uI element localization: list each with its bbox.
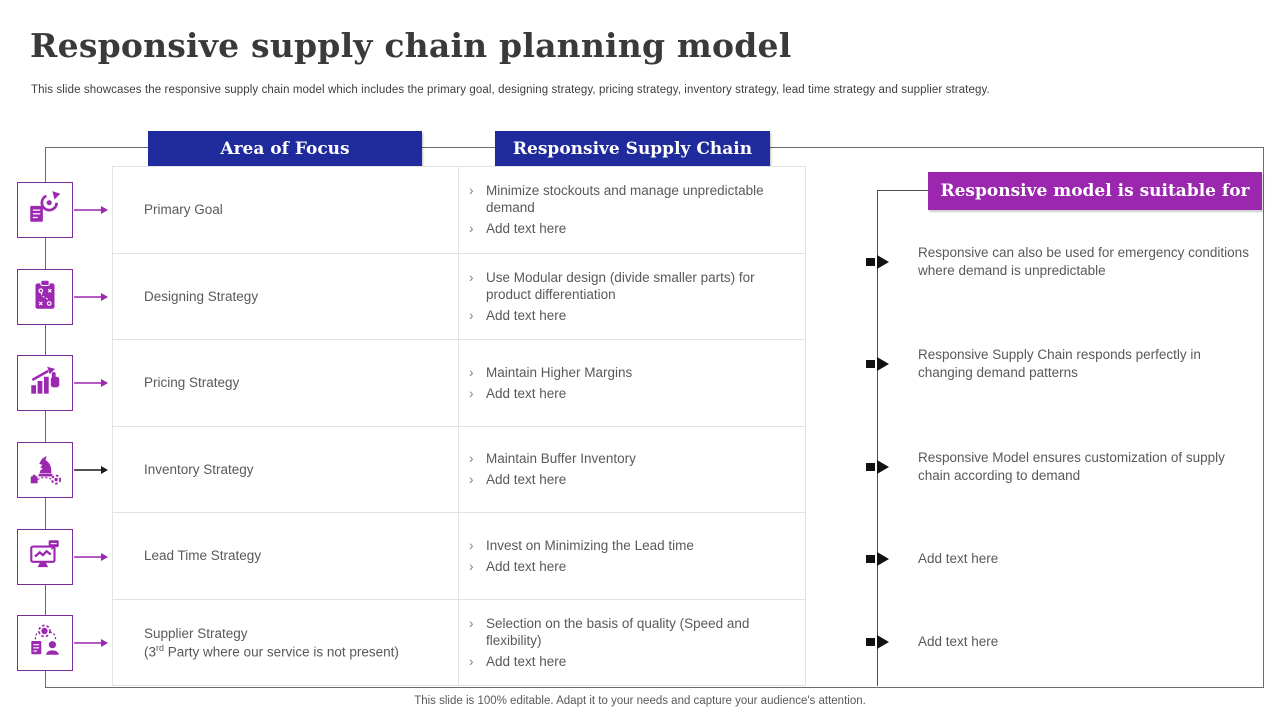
bullet-text: Invest on Minimizing the Lead time: [486, 537, 694, 553]
row-label: Pricing Strategy: [113, 340, 459, 426]
square-arrow-marker-icon: [866, 552, 889, 566]
strategy-board-icon: [26, 276, 64, 319]
table-row-designing-strategy: Designing Strategy › Use Modular design (…: [113, 253, 805, 340]
row-label-text: Supplier Strategy: [144, 625, 248, 641]
bullet-item: › Invest on Minimizing the Lead time: [469, 537, 791, 554]
chevron-bullet-icon: ›: [469, 615, 474, 631]
bullet-text: Add text here: [486, 385, 567, 401]
chevron-bullet-icon: ›: [469, 653, 474, 669]
bullet-item: › Minimize stockouts and manage unpredict…: [469, 182, 791, 216]
right-panel-item: Responsive Supply Chain responds perfect…: [918, 347, 1201, 380]
row-label: Designing Strategy: [113, 253, 459, 339]
right-panel-item: Responsive Model ensures customization o…: [918, 450, 1225, 483]
connector-arrow: [74, 466, 108, 474]
goal-target-icon: [26, 189, 64, 232]
row-content: › Maintain Buffer Inventory › Add text her…: [459, 427, 805, 513]
chess-strategy-icon: [26, 449, 64, 492]
chevron-bullet-icon: ›: [469, 537, 474, 553]
bullet-text: Add text here: [486, 307, 567, 323]
chevron-bullet-icon: ›: [469, 472, 474, 488]
footer-note: This slide is 100% editable. Adapt it to…: [414, 695, 866, 707]
table-row-inventory-strategy: Inventory Strategy › Maintain Buffer Inve…: [113, 426, 805, 513]
right-connector-horizontal-line: [877, 190, 928, 191]
icon-box: [17, 269, 73, 325]
row-label: Lead Time Strategy: [113, 513, 459, 599]
monitor-handshake-icon: [26, 536, 64, 579]
chevron-bullet-icon: ›: [469, 269, 474, 285]
table-row-pricing-strategy: Pricing Strategy › Maintain Higher Margin…: [113, 340, 805, 427]
connector-arrow: [74, 293, 108, 301]
chevron-bullet-icon: ›: [469, 307, 474, 323]
row-content: › Use Modular design (divide smaller part…: [459, 254, 805, 340]
bullet-text: Use Modular design (divide smaller parts…: [486, 269, 755, 302]
icon-box: [17, 529, 73, 585]
icon-box: [17, 615, 73, 671]
growth-chart-icon: [26, 362, 64, 405]
row-content: › Minimize stockouts and manage unpredict…: [459, 167, 805, 253]
chevron-bullet-icon: ›: [469, 558, 474, 574]
bullet-item: › Maintain Higher Margins: [469, 364, 791, 381]
row-label-text: Primary Goal: [144, 202, 223, 218]
bullet-text: Add text here: [486, 472, 567, 488]
row-label-text: Designing Strategy: [144, 288, 259, 304]
row-content: › Selection on the basis of quality (Spee…: [459, 600, 805, 686]
page-subtitle: This slide showcases the responsive supp…: [31, 84, 990, 96]
bullet-item: › Add text here: [469, 653, 791, 670]
bullet-text: Add text here: [486, 558, 567, 574]
row-content: › Invest on Minimizing the Lead time › Add…: [459, 513, 805, 599]
bullet-item: › Add text here: [469, 385, 791, 402]
square-arrow-marker-icon: [866, 460, 889, 474]
row-label-text: Pricing Strategy: [144, 375, 240, 391]
row-label-text: Inventory Strategy: [144, 461, 254, 477]
table-row-lead-time-strategy: Lead Time Strategy › Invest on Minimizing…: [113, 513, 805, 600]
icon-box: [17, 182, 73, 238]
connector-arrow: [74, 379, 108, 387]
column-header-area-of-focus: Area of Focus: [148, 131, 422, 166]
bullet-item: › Add text here: [469, 558, 791, 575]
table-row-primary-goal: Primary Goal › Minimize stockouts and man…: [113, 167, 805, 254]
row-label: Primary Goal: [113, 167, 459, 253]
row-label: Inventory Strategy: [113, 426, 459, 512]
right-panel-item: Add text here: [918, 634, 999, 649]
bullet-item: › Add text here: [469, 220, 791, 237]
connector-arrow: [74, 639, 108, 647]
chevron-bullet-icon: ›: [469, 385, 474, 401]
bullet-text: Selection on the basis of quality (Speed…: [486, 615, 750, 648]
bullet-item: › Use Modular design (divide smaller part…: [469, 269, 791, 303]
table-row-supplier-strategy: Supplier Strategy (3rd Party where our s…: [113, 599, 805, 686]
square-arrow-marker-icon: [866, 357, 889, 371]
right-panel-title: Responsive model is suitable for: [928, 172, 1262, 210]
bullet-item: › Selection on the basis of quality (Spee…: [469, 615, 791, 649]
square-arrow-marker-icon: [866, 255, 889, 269]
right-panel-item: Add text here: [918, 551, 999, 566]
row-label: Supplier Strategy (3rd Party where our s…: [113, 599, 459, 685]
right-connector-vertical-line: [877, 190, 878, 686]
strategy-table: Primary Goal › Minimize stockouts and man…: [112, 166, 806, 686]
bullet-item: › Add text here: [469, 471, 791, 488]
supplier-network-icon: [26, 622, 64, 665]
bullet-item: › Add text here: [469, 307, 791, 324]
row-label-text: Lead Time Strategy: [144, 548, 262, 564]
icon-box: [17, 442, 73, 498]
row-content: › Maintain Higher Margins › Add text here: [459, 340, 805, 426]
column-header-responsive-supply-chain: Responsive Supply Chain: [495, 131, 770, 166]
page-title: Responsive supply chain planning model: [30, 26, 792, 65]
chevron-bullet-icon: ›: [469, 451, 474, 467]
chevron-bullet-icon: ›: [469, 183, 474, 199]
bullet-item: › Maintain Buffer Inventory: [469, 450, 791, 467]
bullet-text: Add text here: [486, 221, 567, 237]
chevron-bullet-icon: ›: [469, 364, 474, 380]
bullet-text: Minimize stockouts and manage unpredicta…: [486, 183, 764, 216]
row-sublabel-text: (3rd Party where our service is not pres…: [144, 642, 399, 660]
bullet-text: Maintain Higher Margins: [486, 364, 633, 380]
square-arrow-marker-icon: [866, 635, 889, 649]
connector-arrow: [74, 553, 108, 561]
chevron-bullet-icon: ›: [469, 221, 474, 237]
right-panel-item: Responsive can also be used for emergenc…: [918, 245, 1249, 278]
icon-box: [17, 355, 73, 411]
bullet-text: Maintain Buffer Inventory: [486, 451, 636, 467]
connector-arrow: [74, 206, 108, 214]
bullet-text: Add text here: [486, 653, 567, 669]
